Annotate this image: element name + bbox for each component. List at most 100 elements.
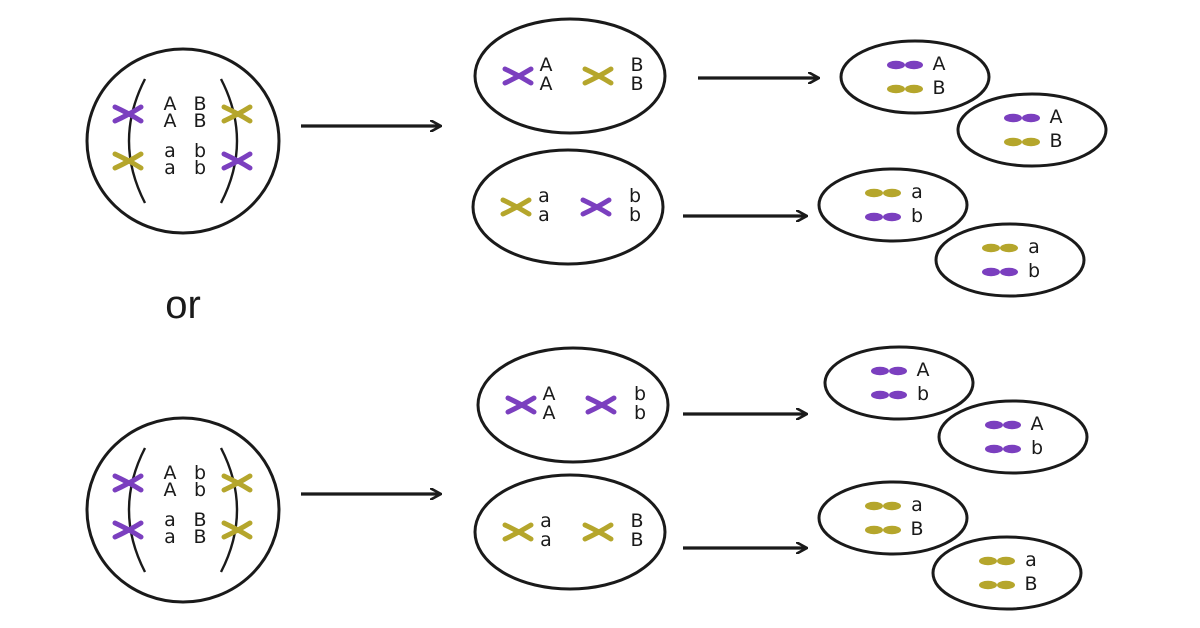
cell-membrane [956,92,1108,168]
chromatid-arm [1000,267,1018,277]
centromere [595,529,601,535]
chromatid-arm [871,366,889,376]
cell-membrane [476,346,670,464]
chromatid-arm [1022,113,1040,123]
gamete-allele-label: b [1028,260,1040,282]
chromatid [865,501,901,511]
chromatid-arm [979,556,997,566]
cell-allele-label: a [538,185,550,207]
cell-membrane [817,480,969,556]
gamete-allele-label: B [910,518,923,540]
chromatid-arm [1003,444,1021,454]
cell-allele-label: A [543,383,556,405]
gamete-allele-label: A [917,359,930,381]
centromere [515,73,521,79]
replicated-chromosome [112,520,144,540]
chromatid [887,84,923,94]
parent-allele-label: b [194,462,206,484]
parent-allele-label: b [194,479,206,501]
cell-membrane [473,17,667,135]
chromatid-arm [982,267,1000,277]
parent-allele-label: B [193,93,206,115]
replicated-chromosome [505,395,537,415]
cell-membrane [934,222,1086,298]
parent-allele-label: a [164,526,176,548]
replicated-chromosome [112,473,144,493]
parent-allele-label: B [193,526,206,548]
centromere [125,111,131,117]
gamete-cell: ab [934,222,1086,298]
chromatid [865,188,901,198]
cell-allele-label: B [630,73,643,95]
chromatid-arm [883,188,901,198]
chromatid-arm [865,501,883,511]
chromatid [865,525,901,535]
gamete-cell: AB [839,39,991,115]
cell-allele-label: A [540,54,553,76]
cell-allele-label: B [630,529,643,551]
gamete-allele-label: B [1024,573,1037,595]
chromatid [1004,113,1040,123]
centromere [513,204,519,210]
replicated-chromosome [500,197,532,217]
gamete-allele-label: A [1031,413,1044,435]
chromatid [982,267,1018,277]
chromatid [979,556,1015,566]
cell-membrane [85,47,281,235]
chromatid [865,212,901,222]
parent-allele-label: b [194,140,206,162]
chromatid [985,444,1021,454]
replicated-chromosome [221,151,253,171]
cell-membrane [471,148,665,266]
chromatid-arm [997,580,1015,590]
gamete-allele-label: b [1031,437,1043,459]
centromere [234,111,240,117]
centromere [125,480,131,486]
chromatid-arm [871,390,889,400]
replicated-chromosome [502,522,534,542]
replicated-chromosome [112,151,144,171]
cell-allele-label: A [540,73,553,95]
gamete-allele-label: a [911,494,923,516]
cell-membrane [839,39,991,115]
cell-allele-label: a [540,510,552,532]
centromere [518,402,524,408]
replicated-chromosome [112,104,144,124]
gamete-cell: aB [931,535,1083,611]
chromatid-arm [982,243,1000,253]
cell-membrane [931,535,1083,611]
gamete-allele-label: A [933,53,946,75]
parent-allele-label: B [193,110,206,132]
chromatid [985,420,1021,430]
parent-allele-label: A [164,93,177,115]
parent-allele-label: B [193,509,206,531]
cell-allele-label: A [543,402,556,424]
parent-allele-label: A [164,462,177,484]
cell-allele-label: b [634,402,646,424]
replicated-chromosome [221,473,253,493]
chromatid-arm [883,212,901,222]
centromere [234,527,240,533]
gamete-cell: ab [817,167,969,243]
cell-allele-label: b [634,383,646,405]
cell-allele-label: b [629,204,641,226]
cell-allele-label: b [629,185,641,207]
chromatid-arm [1022,137,1040,147]
chromatid-arm [1004,113,1022,123]
chromatid-arm [1003,420,1021,430]
gamete-cell: AB [956,92,1108,168]
replicated-chromosome [580,197,612,217]
centromere [125,527,131,533]
centromere [234,480,240,486]
cell-membrane [823,345,975,421]
parent-allele-label: A [164,110,177,132]
cell-allele-label: a [540,529,552,551]
cell-membrane [937,399,1089,475]
chromatid-arm [883,525,901,535]
